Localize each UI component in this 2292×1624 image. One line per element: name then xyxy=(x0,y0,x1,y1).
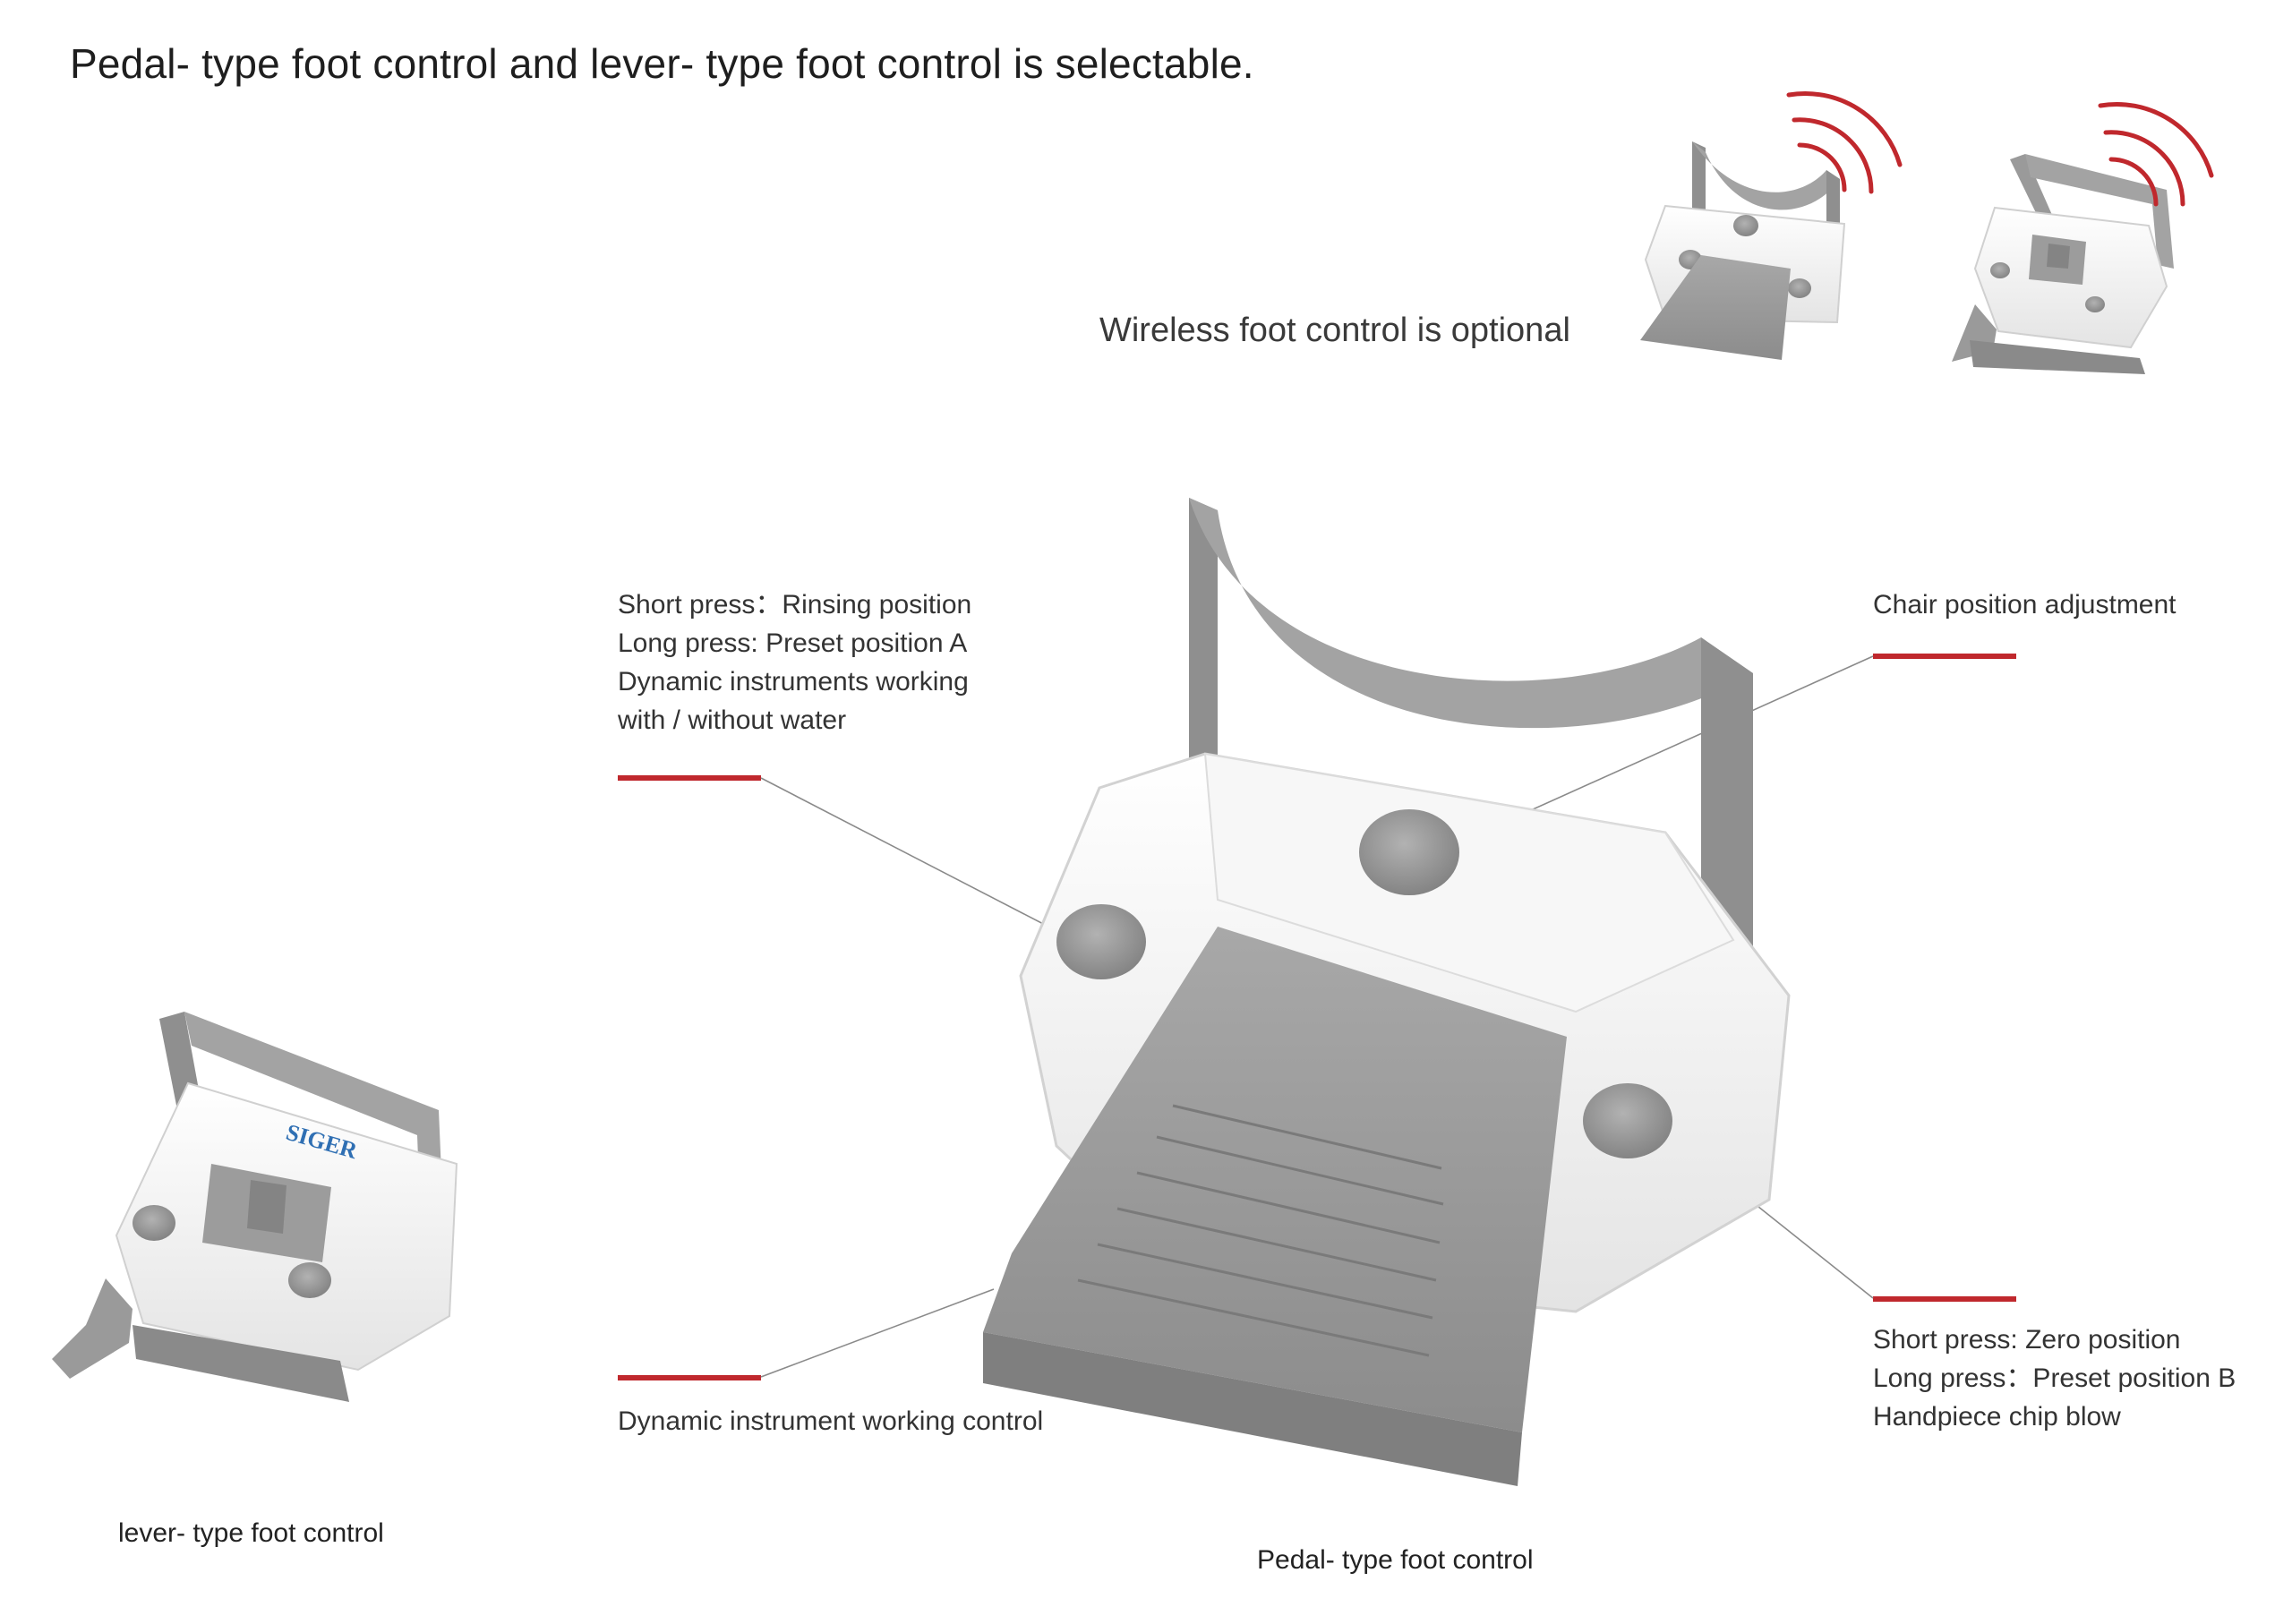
zero-position-button xyxy=(1583,1083,1672,1158)
callout-line: Short press: Zero position xyxy=(1873,1325,2181,1355)
callout-chair: Chair position adjustment xyxy=(1873,585,2177,624)
chair-adjust-button xyxy=(1359,809,1459,895)
wireless-signal-icon xyxy=(1786,90,1903,194)
callout-line: with / without water xyxy=(618,705,847,735)
callout-zero-bar xyxy=(1873,1296,2016,1302)
pedal-caption: Pedal- type foot control xyxy=(1257,1545,1534,1575)
callout-line: Long press: Preset position A xyxy=(618,628,968,658)
wireless-lever-unit xyxy=(1952,154,2174,374)
wireless-signal-icon xyxy=(2098,101,2214,207)
callout-zero: Short press: Zero position Long press：Pr… xyxy=(1873,1321,2236,1436)
callout-line: Short press：Rinsing position xyxy=(618,590,972,620)
lever-caption: lever- type foot control xyxy=(118,1518,384,1548)
page-headline: Pedal- type foot control and lever- type… xyxy=(70,40,1254,87)
lever-arm xyxy=(52,1278,133,1379)
pedal-plate xyxy=(983,927,1567,1432)
callout-line: Dynamic instrument working control xyxy=(618,1406,1044,1436)
leader-lines xyxy=(760,655,1874,1378)
wireless-note: Wireless foot control is optional xyxy=(1099,312,1570,349)
callout-rinsing-bar xyxy=(618,775,761,781)
callout-dynamic: Dynamic instrument working control xyxy=(618,1402,1043,1440)
rinsing-button xyxy=(1056,904,1146,979)
callout-line: Dynamic instruments working xyxy=(618,667,969,697)
callout-rinsing: Short press：Rinsing position Long press:… xyxy=(618,585,971,739)
pedal-foot-control xyxy=(983,498,1791,1486)
callout-line: Long press：Preset position B xyxy=(1873,1363,2236,1393)
callout-chair-bar xyxy=(1873,654,2016,659)
callout-dynamic-bar xyxy=(618,1375,761,1380)
callout-line: Handpiece chip blow xyxy=(1873,1402,2121,1432)
lever-foot-control: SIGER xyxy=(52,1012,458,1402)
wireless-pedal-unit xyxy=(1640,141,1846,360)
callout-line: Chair position adjustment xyxy=(1873,590,2177,620)
